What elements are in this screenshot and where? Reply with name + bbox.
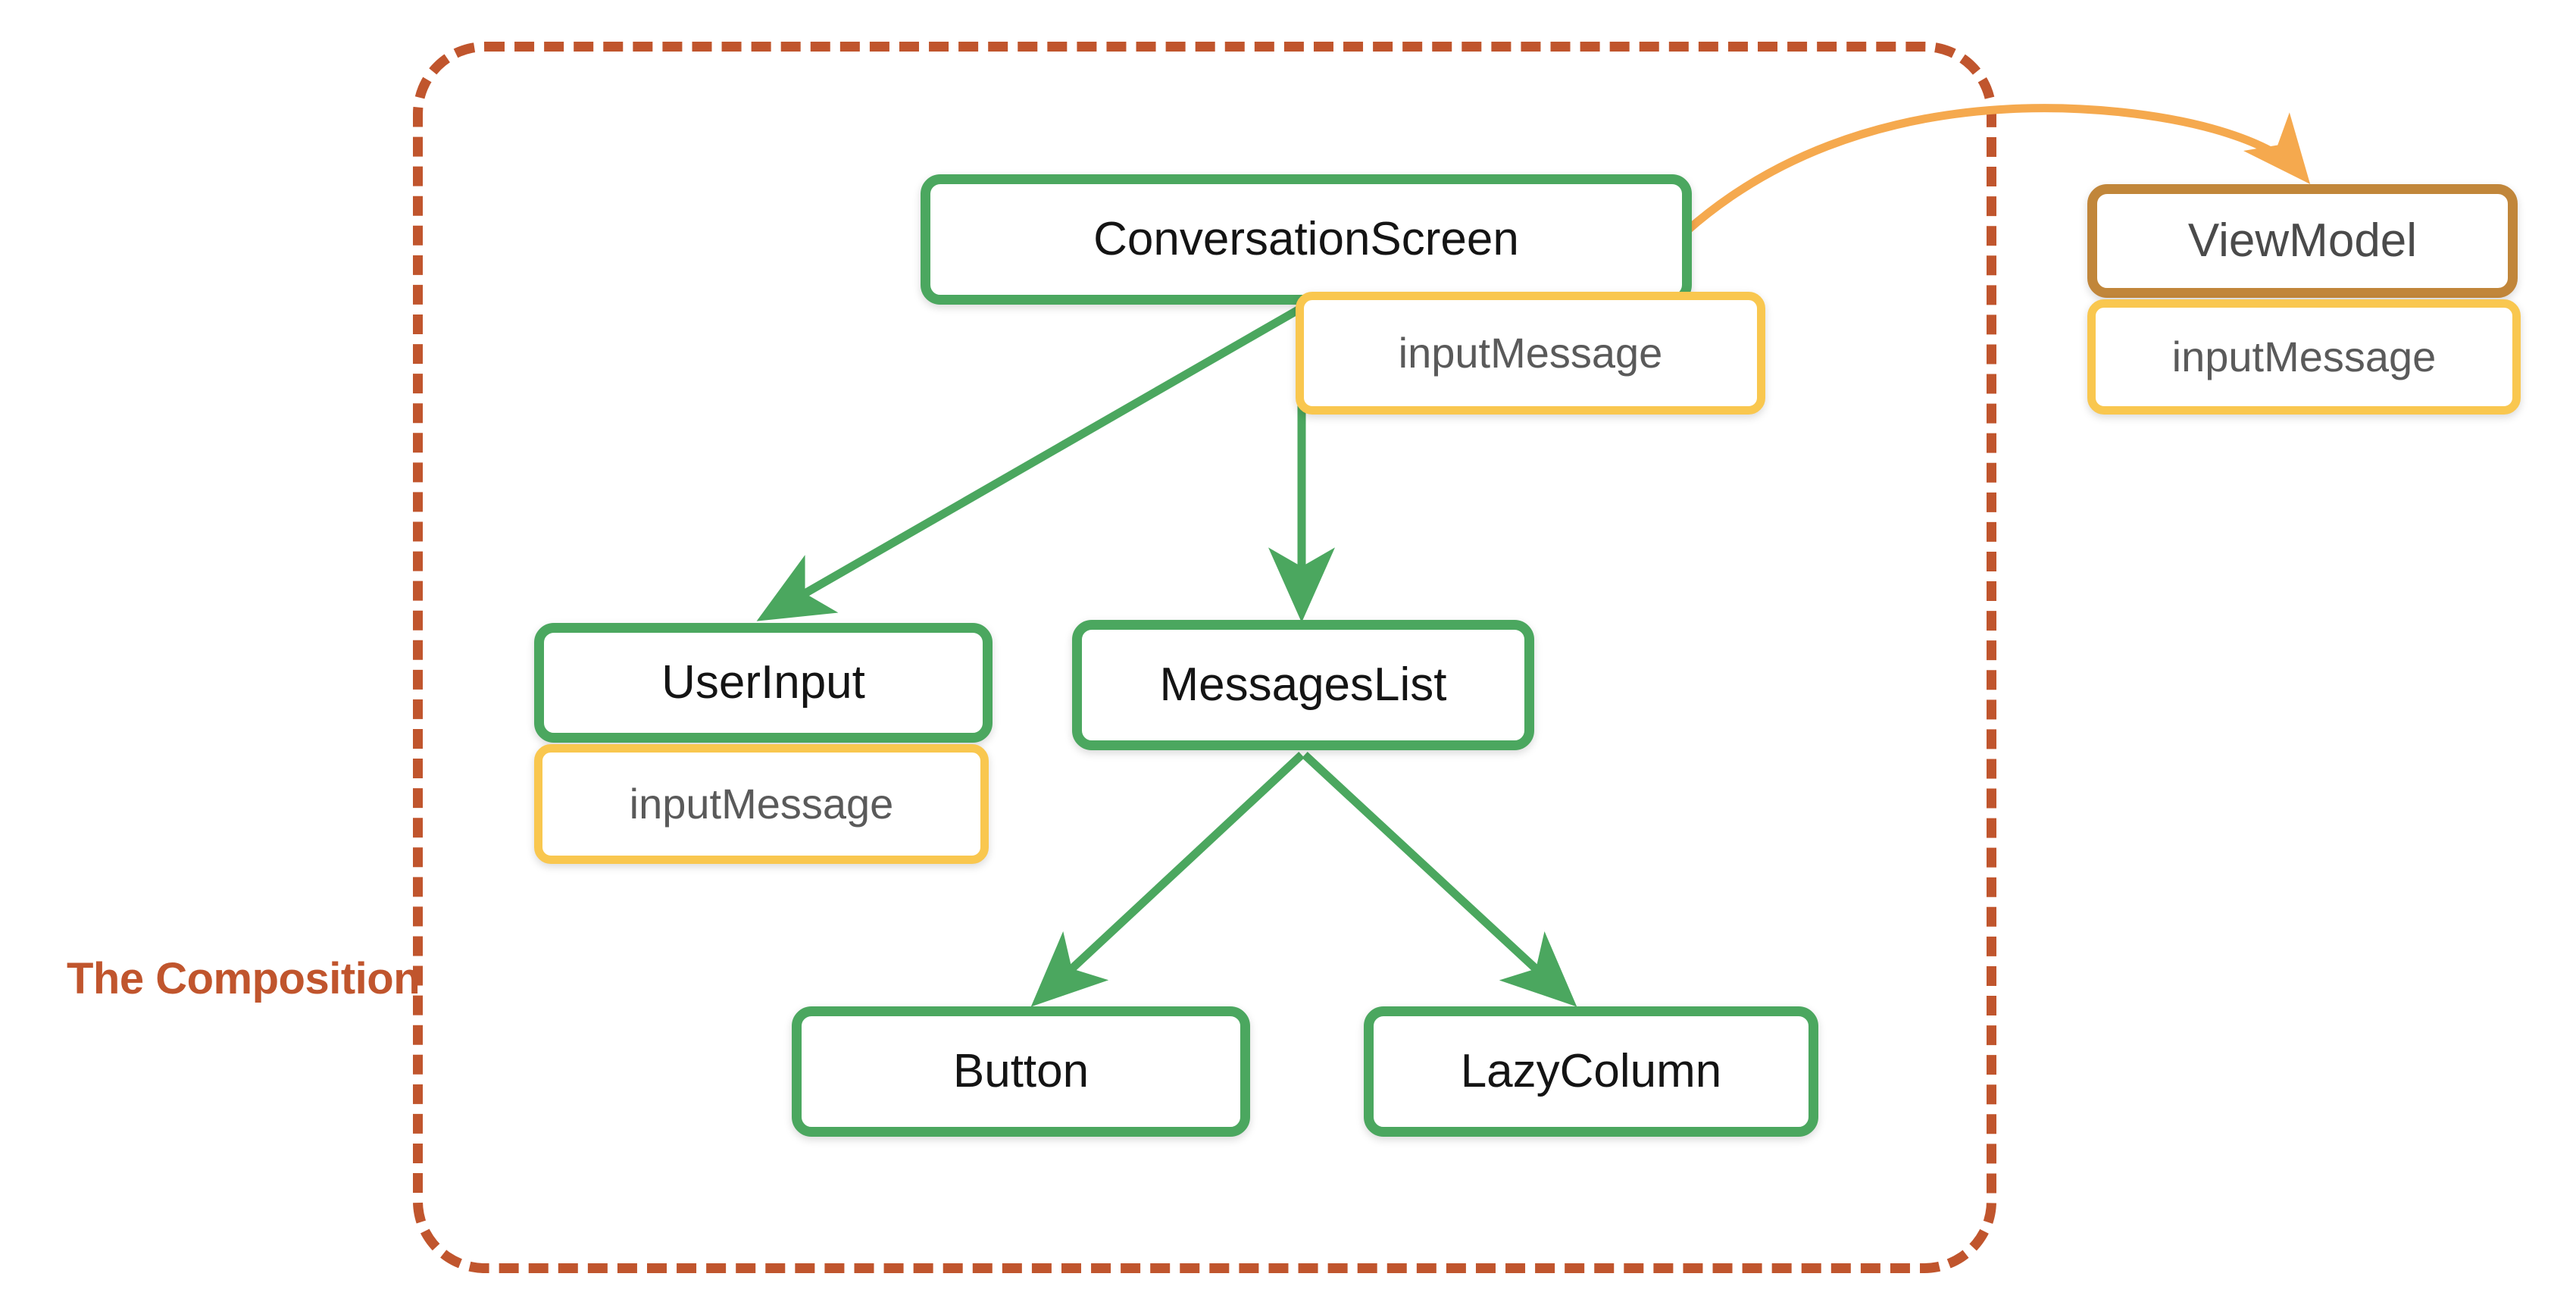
node-user-input[interactable]: UserInput [534, 623, 993, 743]
node-view-model[interactable]: ViewModel [2087, 184, 2518, 298]
node-messages-list[interactable]: MessagesList [1072, 620, 1534, 750]
node-conversation-screen[interactable]: ConversationScreen [921, 174, 1692, 305]
composition-boundary-label: The Composition [67, 954, 420, 1003]
node-button-label: Button [952, 1045, 1089, 1097]
state-badge-view-model-label: inputMessage [2171, 333, 2437, 380]
node-messages-list-label: MessagesList [1159, 659, 1447, 711]
state-badge-conversation-screen[interactable]: inputMessage [1296, 292, 1765, 415]
node-conversation-screen-label: ConversationScreen [1093, 213, 1519, 265]
node-lazy-column-label: LazyColumn [1460, 1045, 1722, 1097]
node-button[interactable]: Button [792, 1006, 1250, 1137]
state-badge-view-model[interactable]: inputMessage [2087, 299, 2521, 415]
state-badge-user-input[interactable]: inputMessage [534, 744, 989, 864]
state-badge-user-input-label: inputMessage [629, 780, 894, 828]
state-badge-conversation-screen-label: inputMessage [1398, 329, 1663, 377]
node-user-input-label: UserInput [661, 656, 865, 709]
node-view-model-label: ViewModel [2187, 214, 2418, 267]
composition-boundary [413, 42, 1996, 1273]
node-lazy-column[interactable]: LazyColumn [1364, 1006, 1818, 1137]
